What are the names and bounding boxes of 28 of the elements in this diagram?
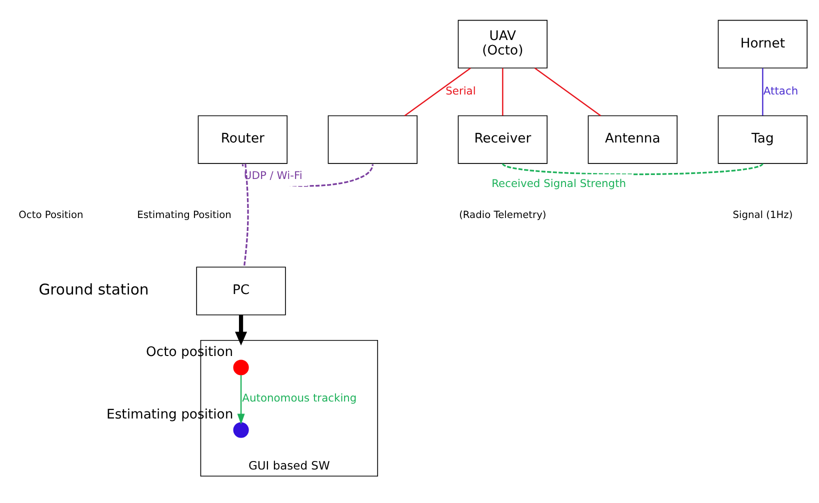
label: Octo Position [18,210,84,221]
arrow [237,375,245,424]
connector [762,68,764,116]
label: (Radio Telemetry) [459,210,546,221]
connector [502,68,504,116]
node-circle [233,422,249,438]
edge-label: Received Signal Strength [492,176,626,190]
node-circle [233,360,249,376]
arrow [235,315,248,346]
label: Estimating Position [137,210,232,221]
connector [404,68,471,116]
node-box: Receiver [458,115,548,164]
connector [534,68,602,116]
node-box: UAV (Octo) [458,20,548,68]
node-box: Hornet [718,20,808,68]
node-box: Antenna [588,115,678,164]
edge-label: Serial [446,84,476,98]
connector [243,164,249,268]
label: Signal (1Hz) [732,210,793,221]
node-box: Tag [718,115,808,164]
connector [502,162,764,176]
node-box: PC [196,266,286,316]
edge-label: Attach [763,84,798,98]
node-box [328,115,418,164]
edge-label: Autonomous tracking [242,392,357,405]
node-box: Router [198,115,288,164]
label: Ground station [38,282,149,299]
edge-label: UDP / Wi-Fi [244,168,302,182]
